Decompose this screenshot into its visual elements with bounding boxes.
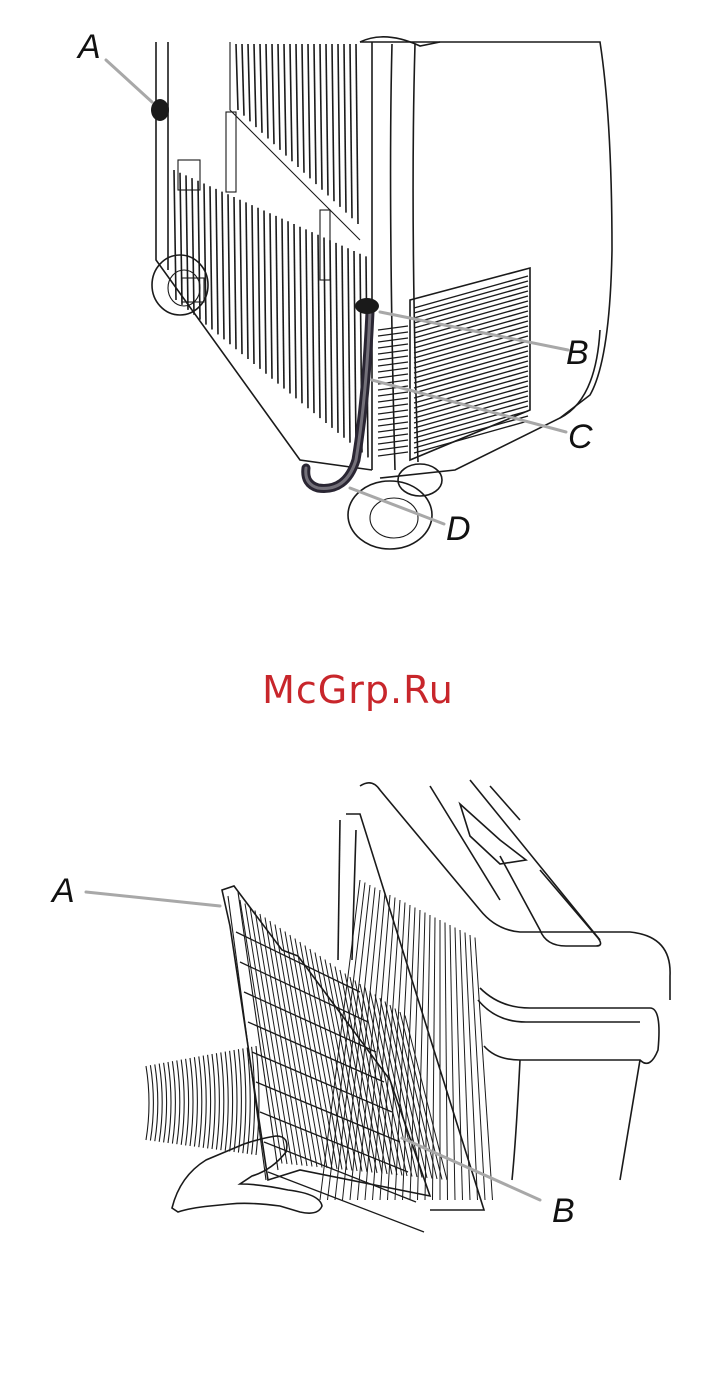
- wheel-rear-left: [152, 255, 208, 315]
- side-grille: [378, 276, 528, 456]
- callout-label-b: B: [552, 1194, 575, 1228]
- drain-plug-top: [151, 99, 169, 121]
- air-conditioner-filter-illustration: [0, 760, 716, 1280]
- callout-label-c: C: [568, 420, 593, 454]
- leader-line-b: [402, 1138, 540, 1200]
- leader-line-a: [106, 60, 152, 102]
- figure-filter-removal: A B: [0, 760, 716, 1280]
- callout-label-d: D: [446, 512, 471, 546]
- leader-line-b: [380, 312, 568, 350]
- exhaust-hose: [146, 1046, 259, 1155]
- air-conditioner-rear-illustration: [0, 0, 716, 600]
- watermark-text: McGrp.Ru: [0, 668, 716, 712]
- callout-label-b: B: [566, 336, 589, 370]
- leader-line-a: [86, 892, 220, 906]
- drain-plug-bottom: [355, 298, 379, 314]
- filter-frame-grille: [236, 900, 447, 1232]
- callout-label-a: A: [52, 874, 75, 908]
- figure-drain-hose: A B C D: [0, 0, 716, 600]
- callout-label-a: A: [78, 30, 101, 64]
- lower-grille: [174, 170, 368, 457]
